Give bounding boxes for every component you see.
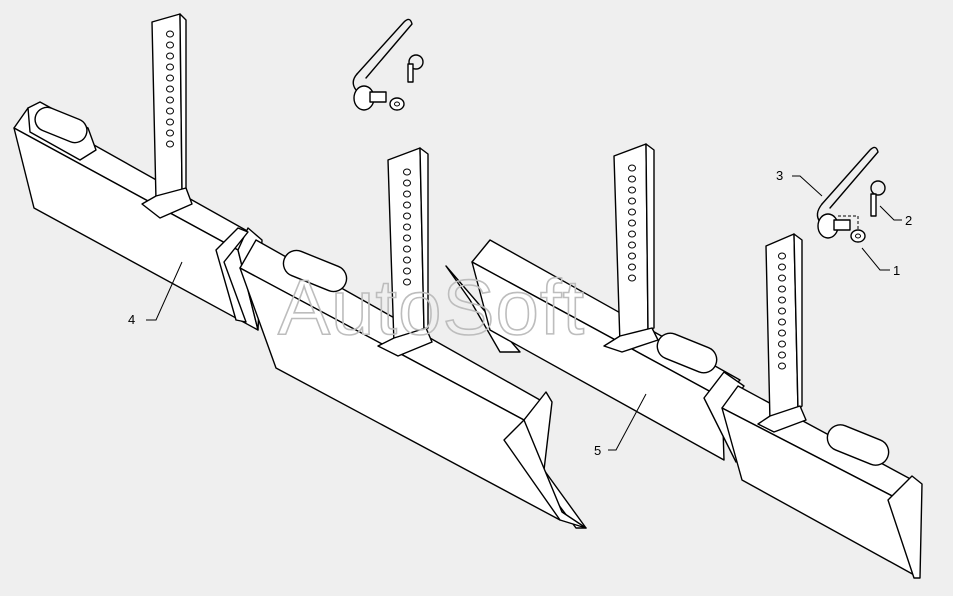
watermark: AutoSoft: [278, 263, 585, 351]
callout-label-4: 4: [128, 312, 135, 327]
skid-shoe-left: [13, 13, 263, 331]
callout-5: 5: [594, 393, 647, 458]
adjustment-holes-centre-right: [628, 164, 636, 282]
lynch-pin: [870, 193, 877, 217]
slot-hole-left: [34, 106, 88, 144]
pin-set-right: [816, 146, 886, 243]
washer: [850, 229, 866, 243]
adjustment-holes-right: [778, 252, 786, 370]
callout-3: 3: [776, 168, 823, 197]
slot-hole-right: [826, 424, 890, 466]
callout-label-1: 1: [893, 263, 900, 278]
skid-shoe-right: [721, 233, 923, 579]
callout-1: 1: [861, 247, 900, 278]
adjustment-holes-left: [166, 30, 174, 148]
adjustment-holes-centre-left: [403, 168, 411, 286]
slot-hole-centre-right: [656, 332, 718, 374]
callout-4: 4: [128, 261, 183, 327]
callout-label-5: 5: [594, 443, 601, 458]
skid-shoe-centre-right: [445, 143, 745, 463]
skid-shoe-centre-left: [239, 147, 587, 529]
callout-label-3: 3: [776, 168, 783, 183]
pin-set-top: [352, 18, 424, 111]
lynch-pin-ring: [870, 180, 886, 196]
slot-hole-centre-left: [282, 249, 348, 293]
callout-label-2: 2: [905, 213, 912, 228]
callout-2: 2: [879, 205, 912, 228]
